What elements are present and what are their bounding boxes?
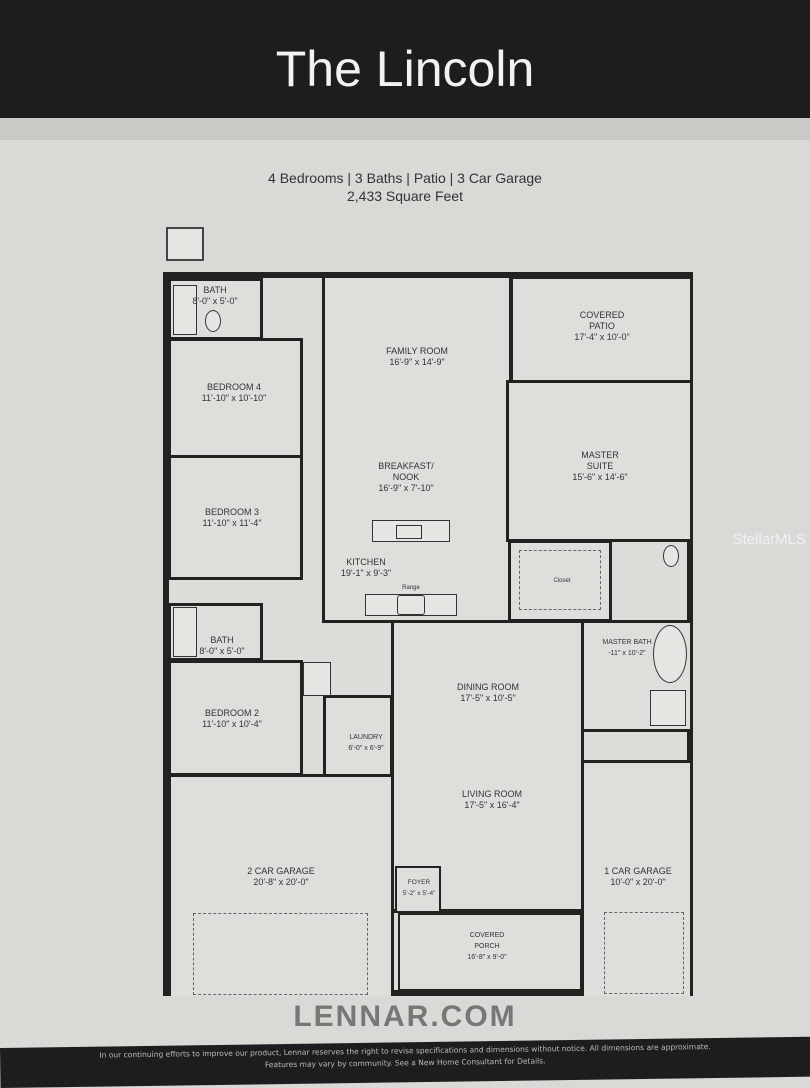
room-2-car-garage: [168, 774, 394, 996]
plan-title: The Lincoln: [275, 41, 535, 97]
plan-area: 2,433 Square Feet: [347, 188, 463, 204]
closet-box: [303, 662, 331, 696]
room-dining-living: [391, 620, 584, 913]
room-covered-porch: [398, 911, 582, 991]
label-master-bath: MASTER BATH-11" x 10'-2": [602, 639, 652, 657]
shower-icon: [650, 690, 686, 726]
range-icon: [397, 595, 425, 615]
toilet-icon: [205, 310, 221, 332]
plan-features: 4 Bedrooms | 3 Baths | Patio | 3 Car Gar…: [268, 170, 542, 186]
title-bar: The Lincoln: [0, 0, 810, 118]
room-bedroom-3: [168, 455, 303, 580]
garage-door-2-car: [193, 913, 368, 995]
bathtub-icon: [173, 607, 197, 657]
closet-shelf: [519, 550, 601, 610]
garage-door-1-car: [604, 912, 684, 994]
divider-strip: [0, 118, 810, 140]
toilet-icon: [663, 545, 679, 567]
master-tub-icon: [653, 625, 687, 683]
brand-url: LENNAR.COM: [293, 1000, 517, 1033]
room-bedroom-2: [168, 660, 303, 776]
room-master-suite: [506, 380, 693, 542]
room-covered-patio: [510, 276, 693, 383]
room-closet: [508, 540, 612, 622]
bathtub-icon: [173, 285, 197, 335]
compass-box: [166, 227, 204, 261]
footer-bar: In our continuing efforts to improve our…: [0, 1036, 810, 1088]
label-closet: Closet: [553, 578, 571, 584]
label-range: Range: [402, 585, 420, 591]
disclaimer: In our continuing efforts to improve our…: [99, 1042, 711, 1070]
room-1-car-garage: [581, 760, 693, 996]
watermark: StellarMLS: [732, 531, 806, 548]
sink-icon: [396, 525, 422, 539]
